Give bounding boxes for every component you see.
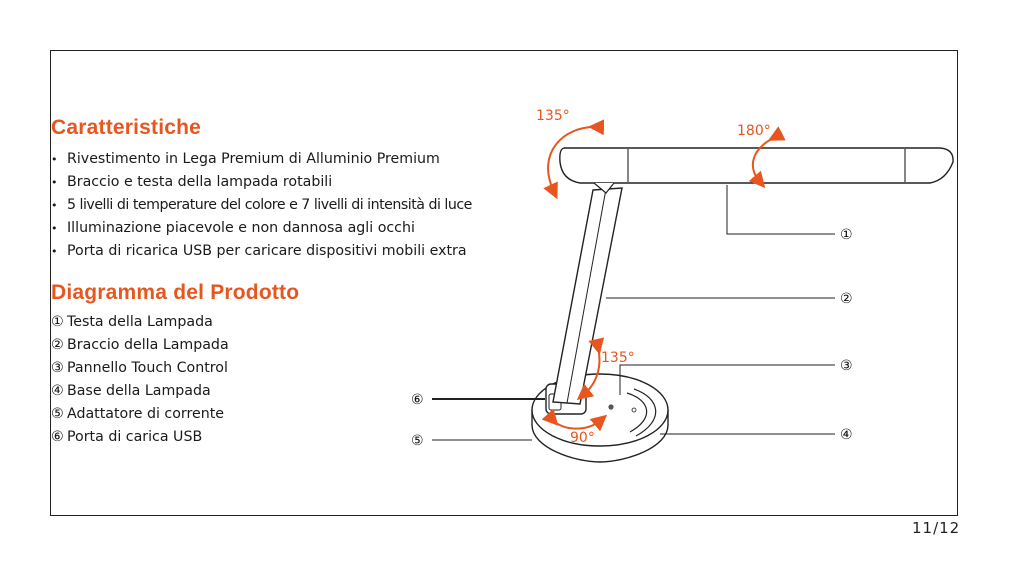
angle-label-head-tilt: 135° bbox=[536, 108, 570, 124]
part-label: Testa della Lampada bbox=[67, 314, 213, 330]
callout-5: ⑤ bbox=[411, 433, 424, 449]
part-number: ② bbox=[51, 337, 64, 353]
feature-item: Porta di ricarica USB per caricare dispo… bbox=[51, 240, 472, 263]
angle-label-head-rotate: 180° bbox=[737, 123, 771, 139]
part-label: Braccio della Lampada bbox=[67, 337, 229, 353]
features-list: Rivestimento in Lega Premium di Allumini… bbox=[51, 148, 472, 263]
part-number: ④ bbox=[51, 383, 64, 399]
angle-label-arm-tilt: 135° bbox=[601, 350, 635, 366]
part-number: ① bbox=[51, 314, 64, 330]
lamp-arm bbox=[552, 187, 623, 405]
part-label: Base della Lampada bbox=[67, 383, 211, 399]
part-number: ⑥ bbox=[51, 429, 64, 445]
part-label: Pannello Touch Control bbox=[67, 360, 228, 376]
leader-lines bbox=[432, 185, 835, 441]
callout-3: ③ bbox=[840, 358, 853, 374]
part-number: ③ bbox=[51, 360, 64, 376]
feature-item: Braccio e testa della lampada rotabili bbox=[51, 171, 472, 194]
rotation-arrows bbox=[541, 119, 786, 432]
diagram-heading: Diagramma del Prodotto bbox=[51, 281, 300, 304]
callout-6: ⑥ bbox=[411, 392, 424, 408]
touch-control-panel bbox=[608, 388, 657, 437]
callout-2: ② bbox=[840, 291, 853, 307]
callout-4: ④ bbox=[840, 427, 853, 443]
features-heading: Caratteristiche bbox=[51, 116, 202, 139]
page-frame bbox=[50, 50, 958, 516]
lamp-head bbox=[559, 147, 954, 194]
part-label: Adattatore di corrente bbox=[67, 406, 225, 422]
part-label: Porta di carica USB bbox=[67, 429, 203, 445]
page-number: 11/12 bbox=[912, 519, 961, 537]
feature-item: Rivestimento in Lega Premium di Allumini… bbox=[51, 148, 472, 171]
part-number: ⑤ bbox=[51, 406, 64, 422]
angle-label-base-rotate: 90° bbox=[570, 430, 595, 446]
feature-item: 5 livelli di temperature del colore e 7 … bbox=[51, 194, 472, 217]
feature-item: Illuminazione piacevole e non dannosa ag… bbox=[51, 217, 472, 240]
callout-1: ① bbox=[840, 227, 853, 243]
